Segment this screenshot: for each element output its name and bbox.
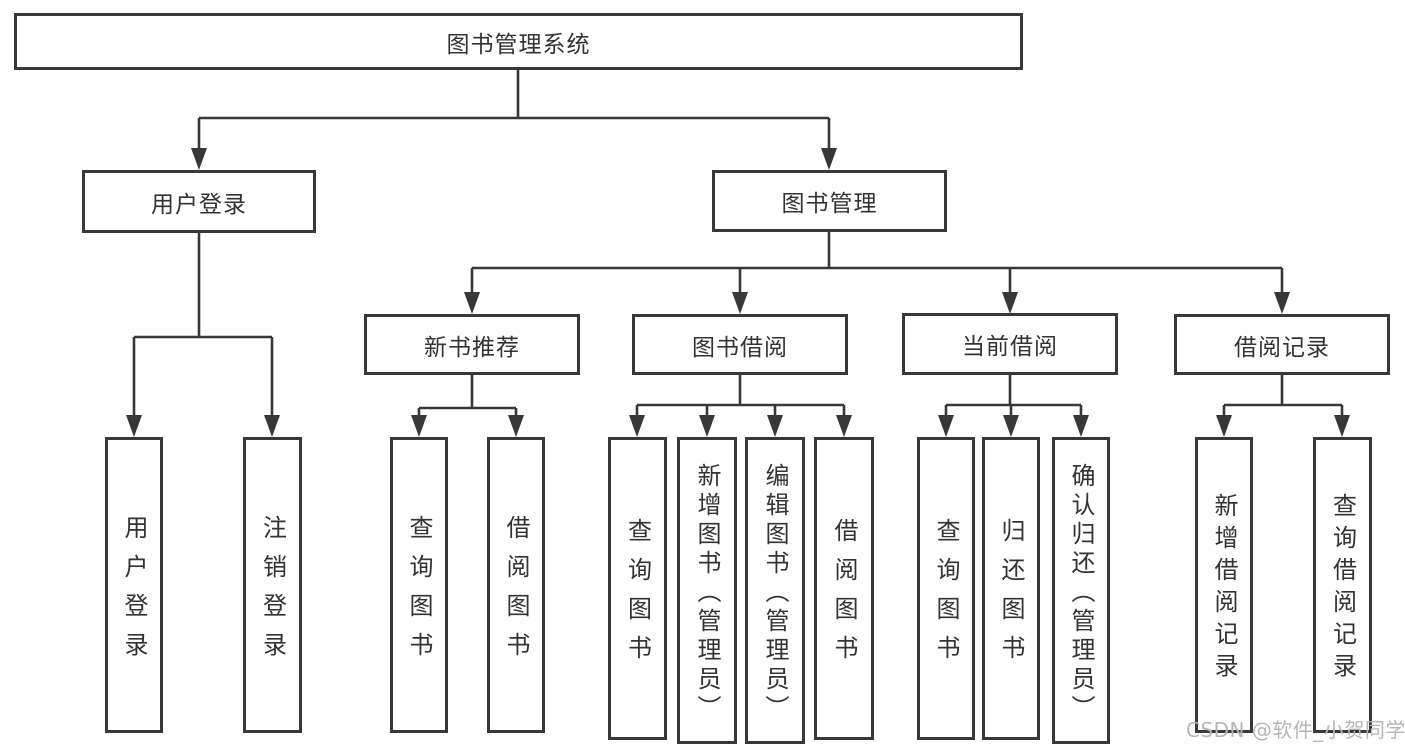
csdn-watermark: CSDN @软件_小贺同学 — [1186, 718, 1405, 742]
edge-current-borrow-to-leaves — [938, 375, 1089, 437]
node-label: 当前借阅 — [962, 334, 1058, 360]
node-user-login: 用户登录 — [82, 170, 316, 233]
leaf-current-query-books: 查询图书 — [917, 437, 975, 740]
node-label: 确认归还（管理员） — [1067, 462, 1095, 724]
node-book-borrow: 图书借阅 — [632, 314, 848, 375]
node-label: 新书推荐 — [424, 334, 520, 361]
edge-book-management-to-level3 — [464, 232, 1290, 314]
node-label: 借阅图书 — [502, 514, 530, 671]
node-label: 查询图书 — [932, 518, 960, 674]
leaf-newbooks-query-books: 查询图书 — [390, 437, 448, 733]
node-current-borrow: 当前借阅 — [902, 313, 1118, 375]
leaf-records-add-record: 新增借阅记录 — [1195, 437, 1253, 733]
edge-new-book-recommend-to-leaves — [411, 375, 524, 437]
edge-borrow-records-to-leaves — [1216, 375, 1350, 437]
node-label: 归还图书 — [997, 518, 1025, 674]
node-label: 新增借阅记录 — [1210, 493, 1238, 685]
node-label: 图书管理系统 — [446, 31, 591, 58]
leaf-current-return-books: 归还图书 — [982, 437, 1040, 740]
edge-root-to-level2 — [191, 70, 837, 170]
node-label: 借阅记录 — [1234, 334, 1330, 361]
leaf-logout: 注销登录 — [243, 437, 302, 733]
leaf-newbooks-borrow-books: 借阅图书 — [487, 437, 545, 733]
node-book-management: 图书管理 — [712, 170, 947, 232]
node-label: 编辑图书（管理员） — [761, 462, 789, 724]
node-label: 查询图书 — [405, 514, 433, 671]
leaf-user-login: 用户登录 — [105, 437, 163, 733]
node-label: 查询借阅记录 — [1328, 493, 1357, 685]
node-label: 查询图书 — [623, 518, 652, 674]
leaf-borrow-query-books: 查询图书 — [608, 437, 667, 740]
node-borrow-records: 借阅记录 — [1174, 314, 1390, 375]
node-label: 用户登录 — [120, 514, 148, 671]
node-library-management-system: 图书管理系统 — [14, 13, 1023, 70]
leaf-borrow-borrow-books: 借阅图书 — [814, 437, 874, 740]
node-label: 图书管理 — [781, 191, 878, 217]
edge-book-borrow-to-leaves — [629, 375, 852, 437]
leaf-records-query-record: 查询借阅记录 — [1313, 437, 1372, 733]
node-label: 注销登录 — [258, 514, 287, 671]
node-label: 借阅图书 — [830, 518, 858, 674]
node-new-book-recommend: 新书推荐 — [364, 314, 580, 375]
edge-user-login-to-leaves — [126, 233, 280, 437]
node-label: 图书借阅 — [692, 334, 788, 361]
leaf-borrow-add-books-admin: 新增图书（管理员） — [677, 437, 737, 744]
node-label: 新增图书（管理员） — [693, 462, 721, 724]
leaf-borrow-edit-books-admin: 编辑图书（管理员） — [745, 437, 805, 744]
node-label: 用户登录 — [151, 191, 247, 218]
leaf-current-confirm-return-admin: 确认归还（管理员） — [1052, 437, 1110, 744]
